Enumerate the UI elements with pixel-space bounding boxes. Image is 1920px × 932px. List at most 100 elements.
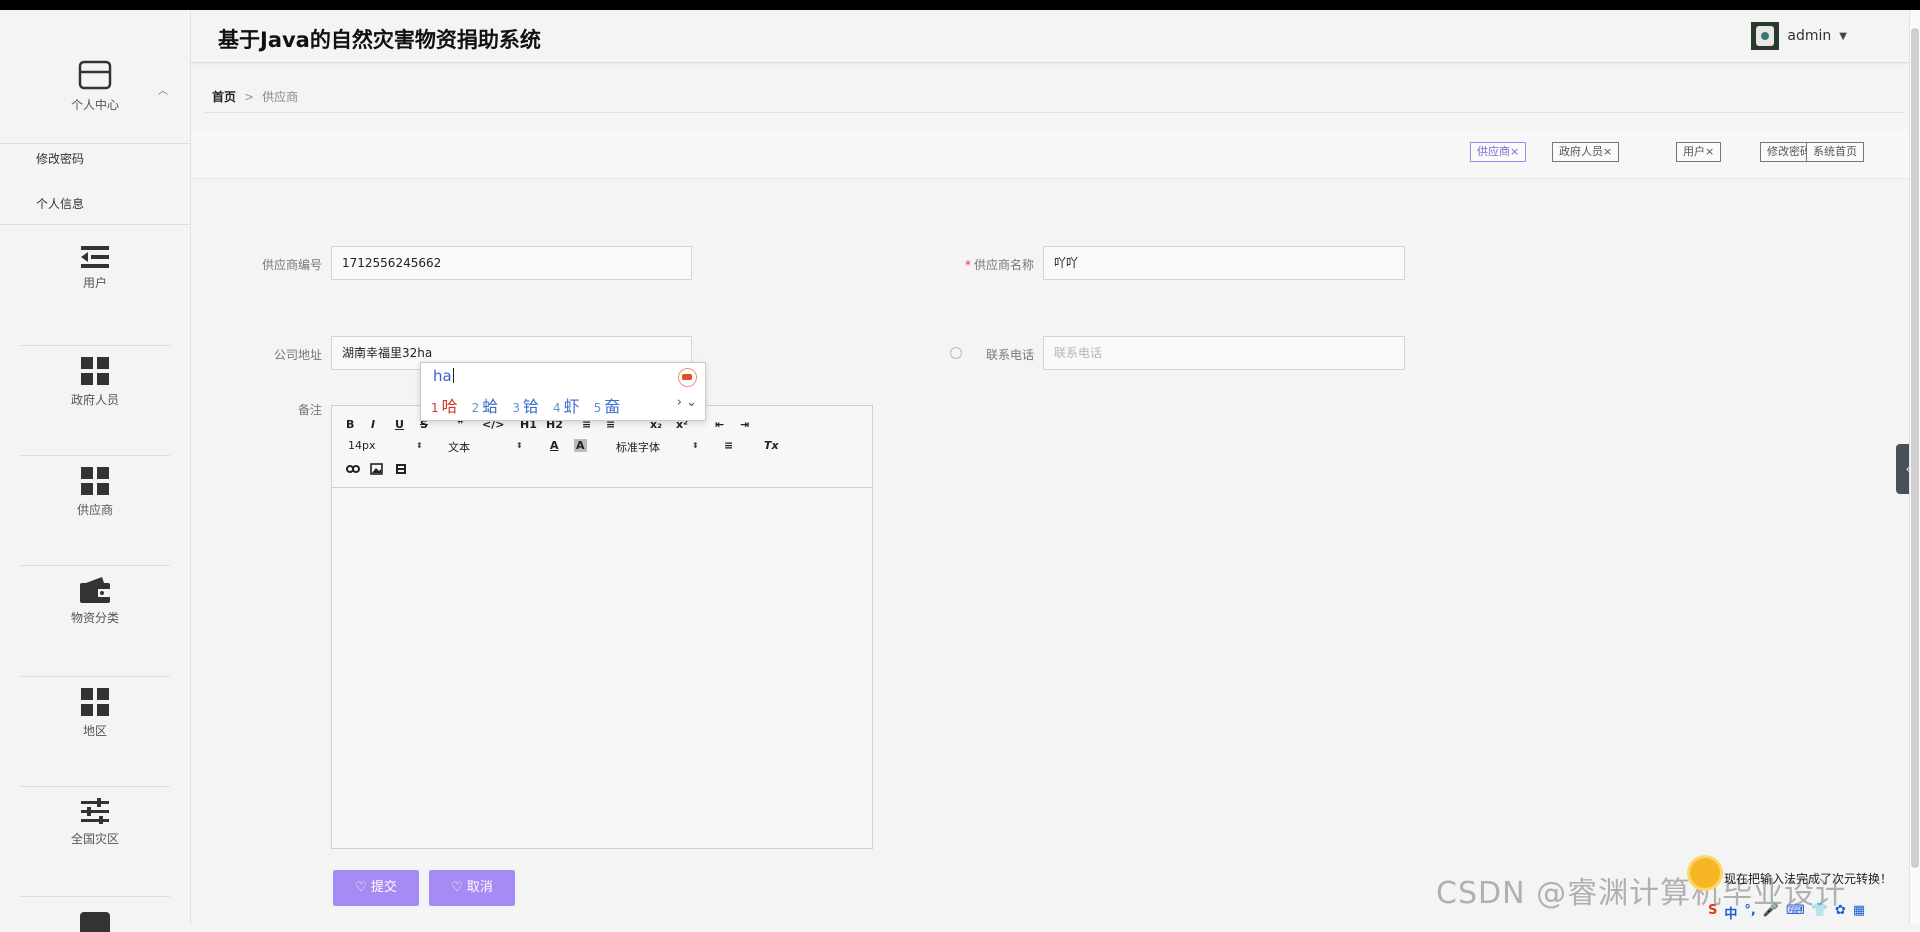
blockquote-button[interactable]: ❞ [457,418,464,431]
tag-label: 系统首页 [1813,145,1857,158]
cancel-button[interactable]: ♡ 取消 [429,870,515,906]
paragraph-select[interactable]: 文本 [448,441,470,454]
sogou-icon[interactable]: S [1708,903,1718,918]
page-scrollbar[interactable] [1909,10,1920,925]
italic-button[interactable]: I [371,418,376,431]
close-icon[interactable]: × [1510,145,1520,158]
outdent-button[interactable]: ⇤ [715,418,725,431]
sidebar-item-disaster-areas[interactable]: 全国灾区 [20,798,170,897]
font-color-button[interactable]: A [550,439,559,452]
tag-label: 政府人员 [1559,145,1603,158]
address-label: 公司地址 [273,348,322,362]
strike-button[interactable]: S [420,418,428,431]
top-black-bar [0,0,1920,10]
sidebar-item-supplier[interactable]: 供应商 [20,467,170,566]
sidebar-item-region[interactable]: 地区 [20,688,170,787]
link-icon[interactable] [346,463,360,475]
divider [204,112,1904,113]
breadcrumb-separator: > [244,90,255,104]
font-size-select[interactable]: 14px [348,439,376,452]
divider [0,224,190,225]
select-caret-icon: ⬍ [516,441,523,450]
ime-notice: 现在把输入法完成了次元转换！ [1724,872,1893,886]
sidebar-subitem-change-password[interactable]: 修改密码 [36,152,85,166]
sidebar-item-label: 地区 [82,724,107,738]
sidebar-item-label: 全国灾区 [70,832,119,846]
scrollbar-thumb[interactable] [1911,28,1919,868]
tag-government[interactable]: 政府人员× [1552,142,1620,162]
ime-next-page-icon[interactable]: › ⌄ [676,395,697,410]
avatar[interactable] [1751,22,1780,50]
card-icon [78,60,112,90]
background-color-button[interactable]: A [574,439,587,452]
chevron-up-icon[interactable]: ︿ [158,86,168,97]
tag-system-home[interactable]: 系统首页 [1806,142,1864,162]
supplier-name-label: *供应商名称 [964,258,1034,272]
tag-label: 用户 [1683,145,1705,158]
indent-button[interactable]: ⇥ [740,418,750,431]
sidebar-item-label: 物资分类 [70,611,119,625]
sidebar-item-government[interactable]: 政府人员 [20,357,170,456]
microphone-icon[interactable]: 🎤 [1762,903,1780,918]
flower-icon[interactable]: ✿ [1834,903,1846,918]
remark-editor[interactable]: B I U S ❞ </> H1 H2 ≡ ≡ x₂ x² ⇤ ⇥ 14px ⬍… [331,405,873,849]
grid-icon [81,467,109,495]
punctuation-icon[interactable]: °, [1744,903,1756,918]
sidebar-item-users[interactable]: 用户 [20,246,170,346]
sidebar-item-label: 用户 [82,276,107,290]
sidebar-item-material-category[interactable]: 物资分类 [20,577,170,677]
ime-composition: ha [433,367,452,385]
app-title: 基于Java的自然灾害物资捐助系统 [218,28,541,52]
clear-format-button[interactable]: Tx [764,439,779,452]
chinese-mode-icon[interactable]: 中 [1724,907,1738,922]
sidebar-item-partial[interactable] [80,912,110,932]
font-family-select[interactable]: 标准字体 [616,441,660,454]
supplier-name-input[interactable]: 吖吖 [1043,246,1405,280]
underline-button[interactable]: U [395,418,404,431]
sidebar-item-label: 供应商 [76,503,113,517]
keyboard-icon[interactable]: ⌨ [1786,903,1805,918]
sun-mascot-icon [1690,858,1720,888]
tag-supplier[interactable]: 供应商× [1470,142,1527,162]
image-icon[interactable] [370,463,383,475]
phone-input[interactable]: 联系电话 [1043,336,1405,370]
breadcrumb-home[interactable]: 首页 [212,90,237,104]
submit-button[interactable]: ♡ 提交 [333,870,419,906]
user-menu[interactable]: admin ▼ [1751,22,1847,50]
tags-view-bar: 供应商× 政府人员× 用户× 修改密码× 系统首页 [192,130,1910,179]
tag-label: 修改密码 [1767,145,1811,158]
supplier-no-input[interactable]: 1712556245662 [331,246,692,280]
editor-toolbar: B I U S ❞ </> H1 H2 ≡ ≡ x₂ x² ⇤ ⇥ 14px ⬍… [332,406,872,488]
heading2-button[interactable]: H2 [546,418,563,431]
username[interactable]: admin [1787,28,1832,44]
tag-users[interactable]: 用户× [1676,142,1722,162]
superscript-button[interactable]: x² [676,418,688,431]
close-icon[interactable]: × [1705,145,1715,158]
skin-icon[interactable]: 👕 [1811,903,1828,918]
video-icon[interactable] [395,463,407,475]
sliders-icon [81,798,109,824]
watermark: CSDN @睿渊计算机毕业设计 [1436,876,1847,911]
ordered-list-button[interactable]: ≡ [582,418,592,431]
align-button[interactable]: ≡ [724,439,734,452]
bullet-list-button[interactable]: ≡ [606,418,616,431]
close-icon[interactable]: × [1603,145,1613,158]
code-button[interactable]: </> [482,418,505,431]
menu-indent-icon [81,246,109,268]
sidebar-subitem-personal-info[interactable]: 个人信息 [36,197,85,211]
grid-icon [81,357,109,385]
subscript-button[interactable]: x₂ [650,418,662,431]
required-mark: * [964,258,971,272]
bold-button[interactable]: B [346,418,355,431]
grid-menu-icon[interactable]: ▦ [1852,903,1866,918]
phone-label: 联系电话 [985,348,1034,362]
heading1-button[interactable]: H1 [520,418,537,431]
sidebar-item-personal-center[interactable]: 个人中心 ︿ [0,22,190,144]
heart-icon: ♡ [451,880,467,895]
caret-down-icon[interactable]: ▼ [1839,30,1847,42]
